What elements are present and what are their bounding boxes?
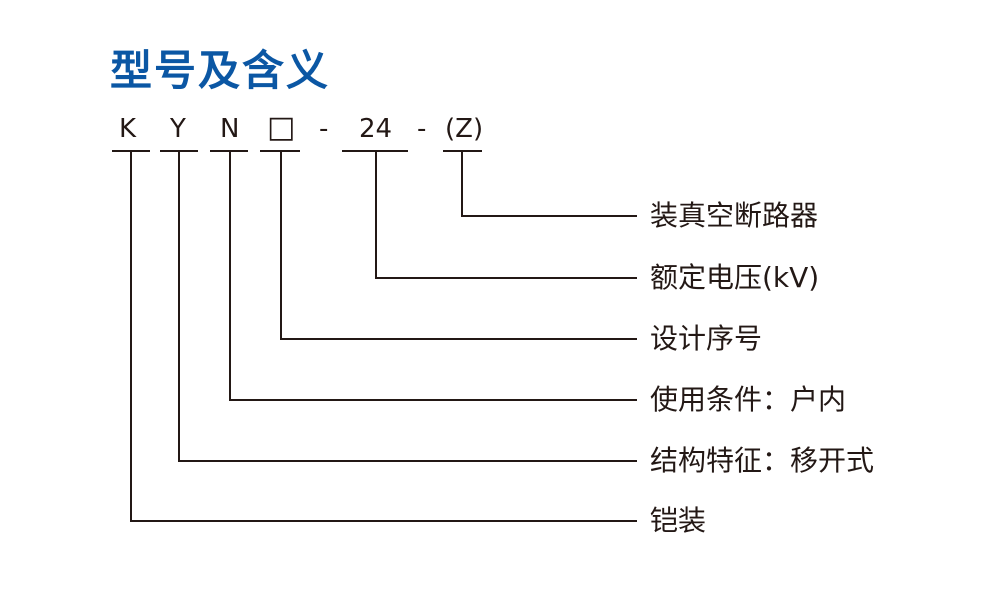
connector-voltage (375, 151, 637, 279)
code-k: K (119, 114, 137, 144)
code-design-box: □ (267, 110, 296, 145)
label-breaker: 装真空断路器 (650, 199, 819, 232)
page-title: 型号及含义 (110, 46, 331, 95)
code-dash-2: - (417, 114, 427, 144)
code-dash-1: - (319, 114, 329, 144)
connector-design (280, 151, 637, 340)
connector-breaker (461, 151, 637, 217)
code-breaker: (Z) (445, 114, 484, 144)
connector-structure (178, 151, 637, 462)
code-n: N (220, 114, 240, 144)
label-design: 设计序号 (650, 322, 763, 355)
connector-armored (130, 151, 637, 522)
code-voltage: 24 (359, 114, 393, 144)
label-voltage: 额定电压(kV) (650, 261, 820, 294)
label-structure: 结构特征：移开式 (650, 444, 875, 477)
code-y: Y (170, 114, 186, 144)
connector-usage (229, 151, 637, 401)
label-usage: 使用条件：户内 (650, 383, 847, 416)
label-armored: 铠装 (650, 504, 707, 537)
